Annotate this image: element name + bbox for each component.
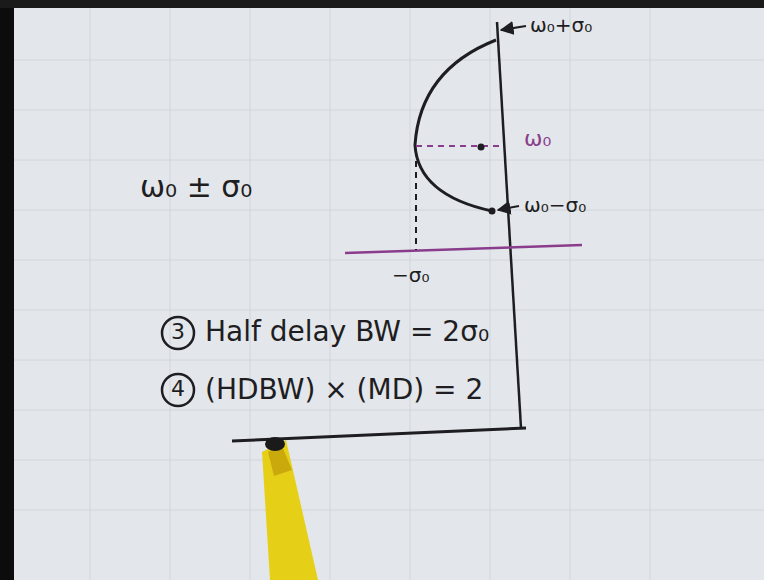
axis-value-label: −σ₀ [392, 264, 429, 287]
equation-text: (HDBW) × (MD) = 2 [205, 374, 483, 406]
marker-pen [262, 437, 318, 580]
paper-grid [14, 8, 764, 580]
callout-number: 3 [162, 319, 194, 344]
leader-arrow [498, 206, 519, 210]
sigma-dashed-line [415, 150, 417, 250]
axis-value-label: ω₀ [524, 126, 551, 151]
pole-expression: ω₀ ± σ₀ [140, 170, 252, 205]
axis-dot [478, 144, 485, 151]
callout-number: 4 [162, 376, 194, 401]
axis-value-label: ω₀+σ₀ [530, 14, 592, 37]
callout-circle [162, 374, 194, 406]
note-text: Half delay BW = 2σ₀ [205, 316, 489, 348]
real-axis [345, 245, 582, 253]
axis-value-label: ω₀−σ₀ [524, 194, 586, 217]
omega-dashed-line [416, 145, 500, 147]
paper-sheet [14, 8, 764, 580]
leader-arrow [501, 26, 526, 30]
imaginary-axis [497, 22, 521, 428]
dark-border [0, 0, 764, 8]
axis-dot [489, 208, 496, 215]
pole-locus-arc [415, 40, 496, 211]
dark-border [0, 0, 14, 580]
callout-circle [162, 317, 194, 349]
